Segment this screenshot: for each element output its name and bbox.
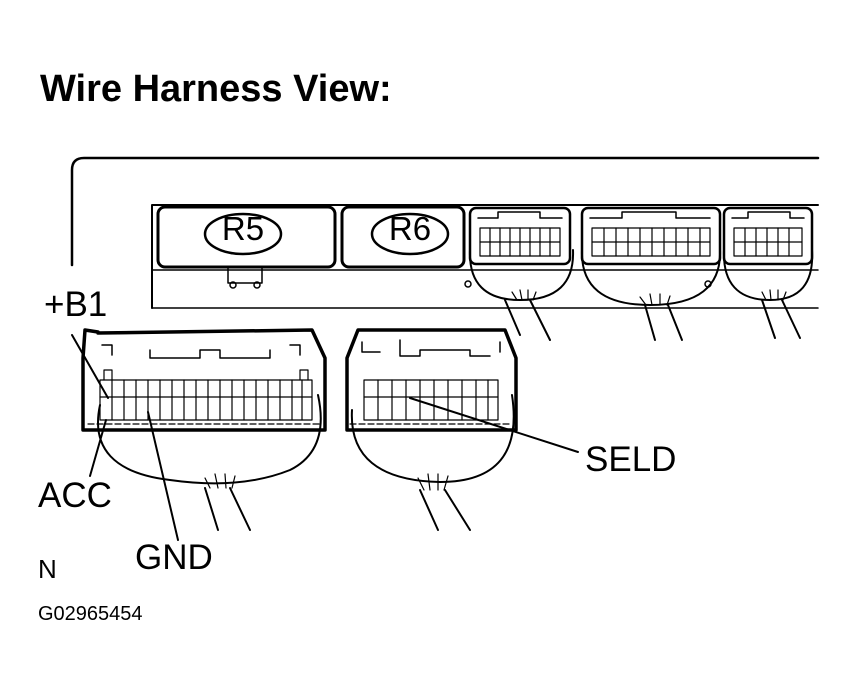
harness-connector-b: [580, 206, 722, 341]
r6-connector: [340, 205, 466, 269]
r5-badge: [203, 212, 283, 256]
connector-panel: [151, 204, 819, 309]
harness-connector-c: [722, 206, 814, 339]
page-title: Wire Harness View:: [40, 68, 392, 110]
terminal-label-b1: +B1: [44, 285, 108, 324]
r6-badge: [370, 212, 450, 256]
r5-label: R5: [221, 210, 265, 247]
harness-connector-a: [464, 206, 575, 341]
leader-gnd: [147, 411, 179, 541]
terminal-label-gnd: GND: [135, 538, 213, 577]
r5-connector: [156, 205, 337, 289]
main-connector-right: [345, 328, 518, 531]
main-connector-left: [81, 328, 327, 531]
orientation-mark: N: [38, 554, 57, 584]
leader-acc: [89, 419, 107, 477]
unit-housing-outline: [70, 156, 820, 267]
leader-b1: [71, 334, 109, 399]
leader-seld: [409, 397, 579, 453]
leader-lines: [71, 334, 579, 541]
r6-label: R6: [388, 210, 432, 247]
terminal-label-acc: ACC: [38, 476, 112, 515]
figure-id: G02965454: [38, 603, 143, 625]
terminal-label-seld: SELD: [585, 440, 677, 479]
